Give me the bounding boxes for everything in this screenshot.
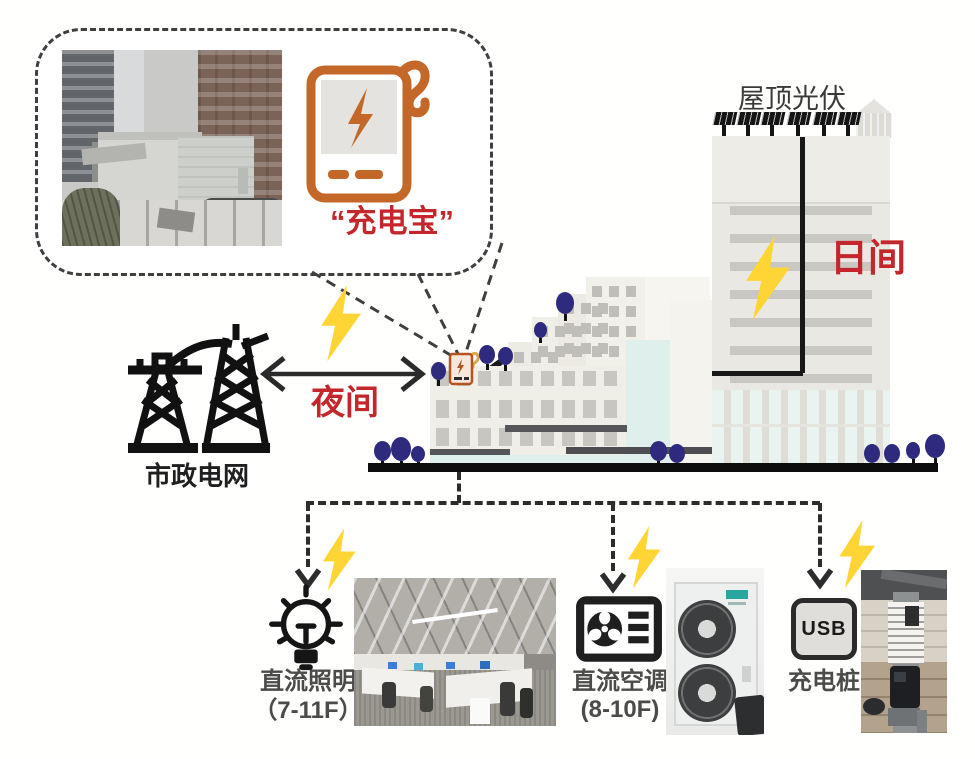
bidirectional-arrow-icon (259, 356, 427, 392)
tree (906, 442, 920, 466)
municipal-grid-label: 市政电网 (144, 461, 249, 491)
lightning-bolt-night-icon (321, 285, 362, 362)
daytime-label: 日间 (829, 238, 906, 280)
dc-ac-floors-label: (8-10F) (580, 696, 660, 723)
distribution-bus-line (306, 501, 820, 505)
photo-ac-unit (666, 568, 764, 735)
tree (431, 362, 446, 386)
power-bank-icon (306, 60, 430, 203)
ac-controller-icon (576, 596, 662, 662)
lightning-bolt-lighting-icon (322, 528, 356, 591)
usb-charging-icon: USB (791, 598, 857, 660)
water-tank (856, 113, 892, 138)
white-slab (670, 300, 712, 463)
dc-lighting-floors-label: （7-11F） (253, 697, 363, 724)
tree (925, 434, 945, 467)
glass-atrium (626, 340, 676, 463)
charging-pile-label: 充电桩 (788, 668, 860, 695)
night-label: 夜间 (311, 384, 379, 422)
down-arrowhead-icon (806, 568, 834, 590)
water-tank-cap (856, 99, 892, 114)
ground-line (368, 463, 938, 472)
transmission-tower-icon (128, 324, 270, 453)
podium-divider (712, 424, 890, 427)
branch-line-charging (818, 503, 822, 567)
dc-ac-label: 直流空调 (572, 668, 668, 695)
feeder-drop-line (457, 472, 461, 503)
photo-office (354, 578, 556, 726)
mini-power-bank-icon (448, 351, 480, 386)
lightning-bolt-charging-icon (839, 520, 876, 589)
tree (556, 292, 574, 321)
usb-icon-label: USB (801, 617, 847, 640)
tree (479, 345, 495, 370)
pv-power-line-vertical (800, 137, 805, 373)
glass-strip (430, 455, 626, 463)
dc-lighting-label: 直流照明 (260, 668, 356, 695)
light-bulb-icon (269, 584, 343, 671)
photo-battery-room (62, 50, 282, 246)
tree (498, 347, 513, 371)
down-arrowhead-icon (294, 568, 322, 590)
lightning-bolt-ac-icon (627, 526, 661, 589)
down-arrowhead-icon (599, 572, 627, 594)
lightning-bolt-day-icon (746, 236, 791, 321)
branch-line-ac (611, 503, 615, 571)
callout-pointer-lines (311, 242, 504, 358)
tree (534, 322, 547, 343)
branch-line-lighting (306, 503, 310, 567)
rooftop-pv-label: 屋顶光伏 (738, 84, 846, 114)
battery-callout-label: “充电宝” (330, 204, 454, 239)
photo-charging-pile (861, 570, 947, 733)
